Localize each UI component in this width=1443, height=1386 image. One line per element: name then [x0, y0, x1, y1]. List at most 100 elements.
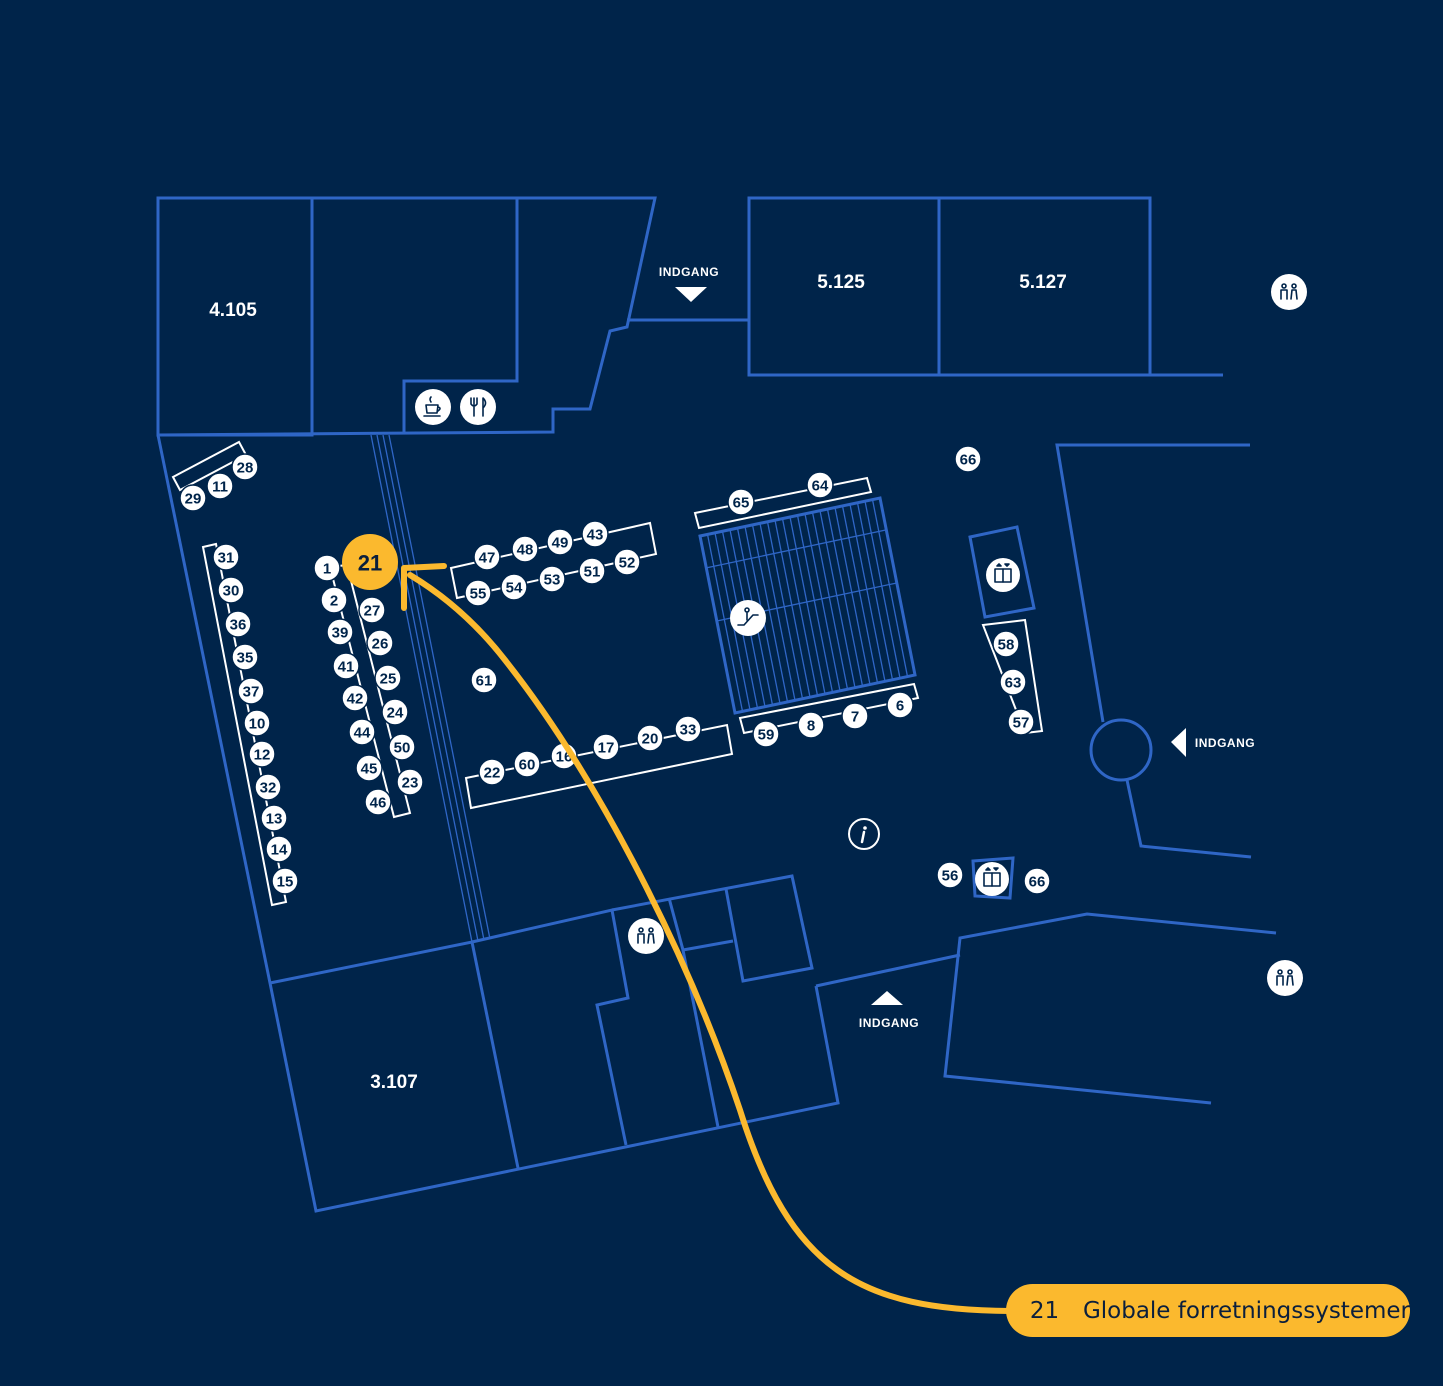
booth-marker[interactable]: 65 [727, 488, 755, 516]
booth-marker[interactable]: 14 [265, 835, 293, 863]
booth-number: 6 [896, 698, 904, 715]
booth-marker[interactable]: 35 [231, 643, 259, 671]
booth-marker[interactable]: 11 [206, 472, 234, 500]
booth-number: 51 [584, 564, 601, 581]
entrance-top: INDGANG [659, 265, 719, 302]
booth-number: 48 [517, 542, 534, 559]
booth-marker[interactable]: 36 [224, 610, 252, 638]
booth-number: 63 [1005, 675, 1022, 692]
booth-number: 54 [506, 580, 523, 597]
booth-number: 2 [330, 593, 338, 610]
booth-marker[interactable]: 66 [954, 445, 982, 473]
booth-marker[interactable]: 17 [592, 733, 620, 761]
arrow-up-icon [871, 991, 903, 1005]
booth-number: 14 [271, 842, 288, 859]
booth-marker[interactable]: 30 [217, 576, 245, 604]
booth-number: 42 [347, 691, 364, 708]
booth-marker[interactable]: 28 [231, 453, 259, 481]
booth-marker[interactable]: 51 [578, 557, 606, 585]
booth-marker[interactable]: 55 [464, 579, 492, 607]
booth-marker[interactable]: 23 [396, 768, 424, 796]
booth-marker[interactable]: 8 [797, 711, 825, 739]
booth-marker[interactable]: 56 [936, 861, 964, 889]
booth-marker[interactable]: 37 [237, 677, 265, 705]
booth-marker[interactable]: 46 [364, 788, 392, 816]
arrow-left-icon [1171, 728, 1186, 757]
highlighted-booth-number: 21 [358, 551, 382, 576]
elevator-box-1 [968, 525, 1036, 619]
booth-marker[interactable]: 13 [260, 804, 288, 832]
booth-marker[interactable]: 61 [470, 666, 498, 694]
booth-marker[interactable]: 57 [1007, 708, 1035, 736]
booth-marker[interactable]: 42 [341, 684, 369, 712]
booth-number: 24 [387, 705, 404, 722]
elevator-box-2 [971, 856, 1015, 900]
booth-number: 57 [1013, 715, 1030, 732]
booth-marker[interactable]: 7 [841, 702, 869, 730]
booth-number: 37 [243, 684, 260, 701]
booth-number: 10 [249, 716, 266, 733]
room-label-3107: 3.107 [370, 1072, 418, 1093]
booth-marker[interactable]: 6 [886, 691, 914, 719]
booth-marker[interactable]: 24 [381, 698, 409, 726]
booth-marker[interactable]: 25 [374, 664, 402, 692]
booth-number: 43 [587, 527, 604, 544]
booth-marker[interactable]: 52 [613, 548, 641, 576]
booth-marker[interactable]: 41 [332, 652, 360, 680]
toilet-icon [1267, 960, 1303, 996]
booth-marker[interactable]: 1 [313, 554, 341, 582]
booth-marker[interactable]: 10 [243, 709, 271, 737]
booth-marker[interactable]: 12 [248, 740, 276, 768]
booth-marker[interactable]: 54 [500, 573, 528, 601]
booth-marker[interactable]: 60 [513, 750, 541, 778]
booth-marker[interactable]: 33 [674, 715, 702, 743]
booth-marker[interactable]: 53 [538, 565, 566, 593]
booth-marker[interactable]: 15 [271, 867, 299, 895]
booth-marker[interactable]: 47 [473, 543, 501, 571]
booth-number: 32 [260, 780, 277, 797]
booth-marker[interactable]: 58 [992, 630, 1020, 658]
booth-marker[interactable]: 26 [366, 629, 394, 657]
booth-number: 46 [370, 795, 387, 812]
cafe-icon [415, 389, 451, 425]
booth-number: 7 [851, 709, 859, 726]
booth-marker[interactable]: 39 [326, 618, 354, 646]
booth-number: 12 [254, 747, 271, 764]
booth-marker[interactable]: 66 [1023, 867, 1051, 895]
exhibitor-callout[interactable]: 21 Globale forretningssystemer [1006, 1284, 1410, 1337]
booth-number: 65 [733, 495, 750, 512]
booth-number: 29 [185, 491, 202, 508]
booth-number: 64 [812, 478, 829, 495]
toilet-icon [1271, 274, 1307, 310]
booth-marker[interactable]: 63 [999, 668, 1027, 696]
booth-number: 50 [394, 740, 411, 757]
booth-marker[interactable]: 43 [581, 520, 609, 548]
booth-marker[interactable]: 44 [348, 718, 376, 746]
booth-number: 22 [484, 765, 501, 782]
booth-marker[interactable]: 64 [806, 471, 834, 499]
entrance-label-right: INDGANG [1195, 736, 1255, 750]
entrance-bottom: INDGANG [859, 991, 919, 1030]
stand-outlines [171, 440, 1044, 907]
booth-marker[interactable]: 27 [358, 596, 386, 624]
booth-marker[interactable]: 20 [636, 724, 664, 752]
arrow-head-icon [401, 563, 447, 611]
booth-marker[interactable]: 31 [212, 543, 240, 571]
room-5127-outline [937, 196, 1152, 377]
booth-marker[interactable]: 48 [511, 535, 539, 563]
booth-marker[interactable]: 45 [355, 754, 383, 782]
booth-number: 49 [552, 535, 569, 552]
booth-marker[interactable]: 22 [478, 758, 506, 786]
booth-marker[interactable]: 29 [179, 484, 207, 512]
booth-marker[interactable]: 32 [254, 773, 282, 801]
booth-marker[interactable]: 2 [320, 586, 348, 614]
booth-number: 20 [642, 731, 659, 748]
booth-marker[interactable]: 49 [546, 528, 574, 556]
highlighted-booth-21[interactable]: 21 [342, 534, 398, 590]
booth-number: 52 [619, 555, 636, 572]
booth-number: 30 [223, 583, 240, 600]
booth-marker[interactable]: 59 [752, 720, 780, 748]
booth-number: 13 [266, 811, 283, 828]
booth-marker[interactable]: 50 [388, 733, 416, 761]
